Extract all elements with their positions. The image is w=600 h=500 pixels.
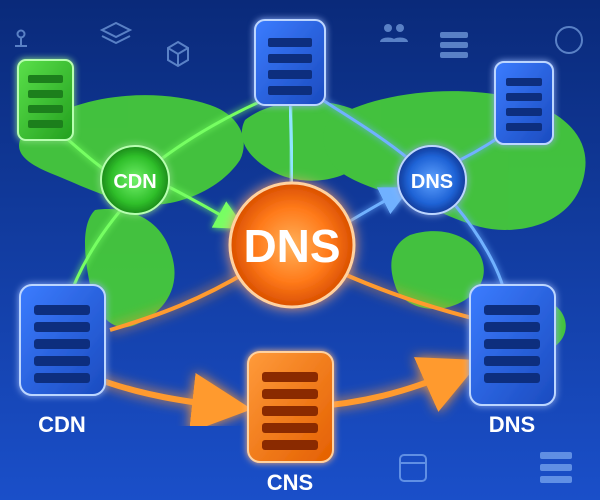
arrow-bottom-center-to-bottom-right (329, 357, 481, 412)
server-bottom-left (19, 284, 106, 396)
box-icon (399, 454, 427, 482)
cube-icon (167, 40, 189, 68)
label-bottom-left: CDN (38, 412, 86, 437)
hub-cdn-label: CDN (113, 171, 156, 193)
arrow-bottom-left-to-bottom-center (93, 372, 252, 433)
network-icon (15, 29, 27, 47)
link-center-to-bottom-left (109, 268, 252, 332)
background-icons (15, 21, 583, 483)
hub-dns: DNS (397, 145, 467, 215)
label-bottom-right: DNS (489, 412, 535, 437)
servers (17, 19, 556, 463)
server-top-center (254, 19, 326, 106)
link-top-center-to-dns (314, 93, 411, 162)
stack-icon (440, 32, 468, 58)
connections (44, 93, 511, 433)
server-bottom-center (247, 351, 334, 463)
server-top-left (17, 59, 74, 141)
hub-dns-label: DNS (411, 171, 453, 193)
people-icon (380, 24, 408, 42)
hub-dns-center-label: DNS (243, 220, 340, 272)
hubs: CDN DNS DNS (100, 145, 467, 309)
server-labels: CDN CNS DNS (38, 412, 535, 495)
hub-cdn: CDN (100, 145, 170, 215)
server-bottom-right (469, 284, 556, 406)
link-center-to-bottom-right (334, 268, 481, 322)
label-bottom-center: CNS (267, 470, 313, 495)
compass-icon (555, 26, 583, 54)
stack-icon (540, 452, 572, 483)
hub-dns-center: DNS (228, 181, 356, 309)
server-top-right (494, 61, 554, 145)
layers-icon (99, 21, 133, 45)
link-cdn-to-bottom-left (70, 204, 127, 291)
